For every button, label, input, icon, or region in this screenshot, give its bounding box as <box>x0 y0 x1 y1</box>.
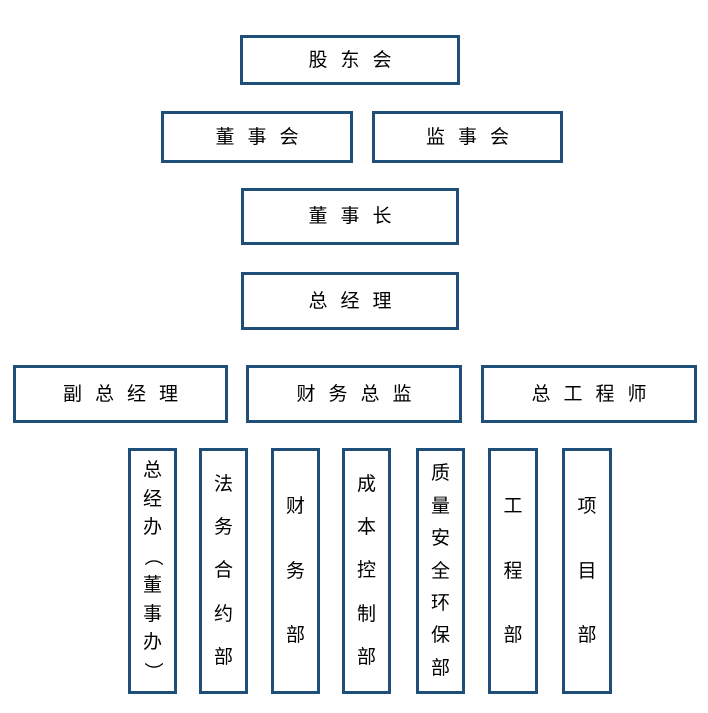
vertical-char: （ <box>141 547 164 567</box>
vertical-char: 质 <box>430 462 450 485</box>
org-box-chief-engineer-label: 总工程师 <box>531 382 660 405</box>
vertical-char: 本 <box>356 516 376 539</box>
vertical-char: 保 <box>430 624 450 647</box>
org-box-dept-engineering-label: 工程部 <box>491 451 535 691</box>
vertical-char: ） <box>141 662 164 682</box>
vertical-char: 办 <box>142 516 162 539</box>
org-box-general-manager: 总经理 <box>241 272 459 330</box>
org-box-deputy-general-manager: 副总经理 <box>13 365 228 423</box>
org-box-chairman-label: 董事长 <box>308 205 405 227</box>
org-box-deputy-general-manager-label: 副总经理 <box>62 382 191 405</box>
org-box-general-manager-label: 总经理 <box>308 289 405 312</box>
vertical-char: 量 <box>430 494 450 517</box>
org-box-dept-cost-control: 成本控制部 <box>342 448 391 694</box>
vertical-char: 法 <box>213 473 233 496</box>
org-box-supervisory-board: 监事会 <box>372 111 563 163</box>
vertical-char: 总 <box>142 458 162 481</box>
org-box-board-of-directors-label: 董事会 <box>215 125 312 148</box>
vertical-char: 经 <box>142 487 162 510</box>
vertical-char: 董 <box>142 573 162 596</box>
org-box-dept-finance: 财务部 <box>271 448 320 694</box>
org-box-dept-gm-office: 总经办（董事办） <box>128 448 177 694</box>
vertical-char: 工 <box>503 494 523 517</box>
vertical-char: 程 <box>503 559 523 582</box>
vertical-char: 项 <box>577 494 597 517</box>
vertical-char: 部 <box>356 645 376 668</box>
vertical-char: 财 <box>285 494 305 517</box>
vertical-char: 部 <box>503 624 523 647</box>
vertical-char: 制 <box>356 602 376 625</box>
org-box-finance-director-label: 财务总监 <box>296 382 425 405</box>
vertical-char: 部 <box>430 656 450 679</box>
org-box-chairman: 董事长 <box>241 188 459 245</box>
org-box-dept-legal-contract-label: 法务合约部 <box>202 451 245 691</box>
vertical-char: 约 <box>213 602 233 625</box>
vertical-char: 合 <box>213 559 233 582</box>
org-box-dept-legal-contract: 法务合约部 <box>199 448 248 694</box>
vertical-char: 控 <box>356 559 376 582</box>
org-box-dept-cost-control-label: 成本控制部 <box>345 451 388 691</box>
org-box-dept-project: 项目部 <box>562 448 612 694</box>
vertical-char: 目 <box>577 559 597 582</box>
org-box-dept-gm-office-label: 总经办（董事办） <box>131 451 174 691</box>
org-box-dept-finance-label: 财务部 <box>274 451 317 691</box>
org-box-shareholders-label: 股东会 <box>308 48 405 71</box>
org-box-finance-director: 财务总监 <box>246 365 462 423</box>
org-box-supervisory-board-label: 监事会 <box>425 125 522 148</box>
org-box-dept-project-label: 项目部 <box>565 451 609 691</box>
org-box-shareholders: 股东会 <box>240 35 460 85</box>
org-box-dept-quality-safety-env-label: 质量安全环保部 <box>419 451 462 691</box>
vertical-char: 成 <box>356 473 376 496</box>
vertical-char: 务 <box>285 559 305 582</box>
org-box-dept-quality-safety-env: 质量安全环保部 <box>416 448 465 694</box>
vertical-char: 事 <box>142 602 162 625</box>
vertical-char: 务 <box>213 516 233 539</box>
vertical-char: 安 <box>430 527 450 550</box>
org-box-dept-engineering: 工程部 <box>488 448 538 694</box>
org-box-chief-engineer: 总工程师 <box>481 365 697 423</box>
org-box-board-of-directors: 董事会 <box>161 111 353 163</box>
vertical-char: 环 <box>430 591 450 614</box>
vertical-char: 部 <box>285 624 305 647</box>
vertical-char: 全 <box>430 559 450 582</box>
vertical-char: 办 <box>142 631 162 654</box>
vertical-char: 部 <box>213 645 233 668</box>
vertical-char: 部 <box>577 624 597 647</box>
